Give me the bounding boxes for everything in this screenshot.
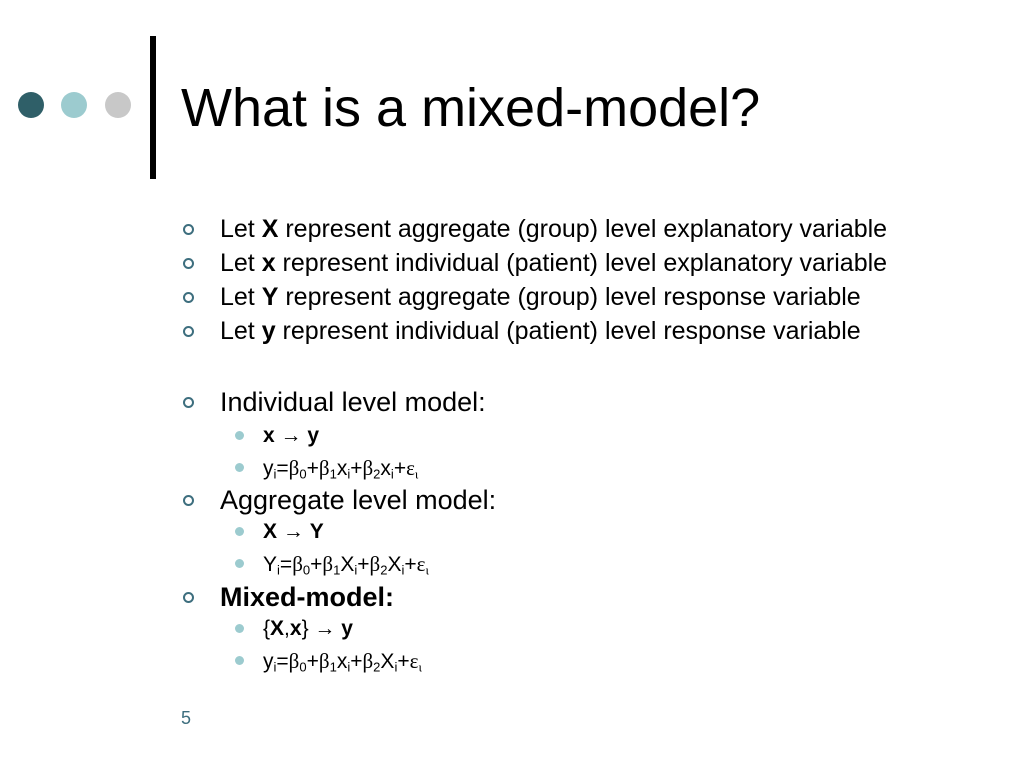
individual-equation: yi=β0+β1xi+β2xi+ει [263,456,419,482]
ring-bullet-icon [183,397,194,408]
ring-bullet-icon [183,224,194,235]
mixed-relation: {X,x} → y [263,617,353,640]
ring-bullet-icon [183,326,194,337]
individual-relation: x → y [263,424,320,447]
ring-bullet-icon [183,292,194,303]
sub-bullet-icon [235,463,244,472]
slide-title: What is a mixed-model? [181,78,761,138]
dot-gray-icon [105,92,131,118]
dot-light-icon [61,92,87,118]
aggregate-model-label: Aggregate level model: [220,485,497,515]
mixed-model-label: Mixed-model: [220,582,395,612]
ring-bullet-icon [183,495,194,506]
dot-dark-icon [18,92,44,118]
aggregate-relation: X → Y [263,520,324,543]
ring-bullet-icon [183,592,194,603]
mixed-equation: yi=β0+β1xi+β2Xi+ει [263,649,422,675]
sub-bullet-icon [235,656,244,665]
aggregate-equation: Yi=β0+β1Xi+β2Xi+ει [263,552,429,578]
sub-bullet-icon [235,527,244,536]
sub-bullet-icon [235,559,244,568]
title-divider [150,36,156,179]
sub-bullet-icon [235,431,244,440]
individual-model-label: Individual level model: [220,387,486,417]
ring-bullet-icon [183,258,194,269]
page-number: 5 [181,708,192,728]
sub-bullet-icon [235,624,244,633]
